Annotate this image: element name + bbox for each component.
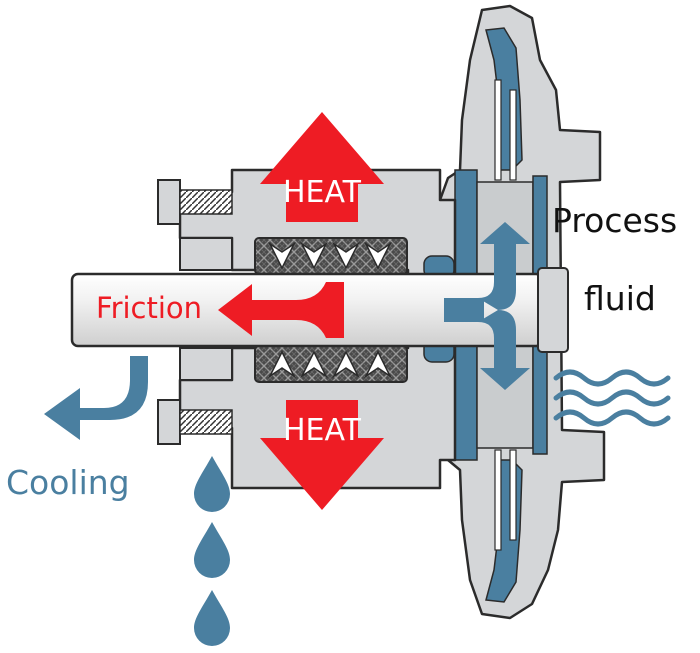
process-fluid-arrow-icon	[444, 222, 530, 390]
heat-label-bottom: HEAT	[283, 413, 362, 448]
cooling-label: Cooling	[6, 463, 130, 502]
friction-arrow-icon	[218, 282, 344, 338]
water-drops	[194, 456, 230, 646]
water-drop-icon	[194, 456, 230, 512]
packing-rings-top	[254, 237, 408, 275]
fluid-label: fluid	[584, 279, 656, 318]
gland-bolt-top	[157, 179, 233, 225]
cooling-arrow-icon	[44, 356, 148, 440]
fluid-waves-icon	[553, 369, 671, 427]
heat-label-top: HEAT	[283, 175, 362, 210]
gland-bolt-bottom	[157, 399, 233, 445]
water-drop-icon	[194, 522, 230, 578]
heat-arrow-bottom-icon	[260, 400, 384, 510]
process-label: Process	[552, 201, 677, 240]
packing-rings-bottom	[254, 345, 408, 383]
heat-arrow-top-icon	[260, 112, 384, 222]
water-drop-icon	[194, 590, 230, 646]
friction-label: Friction	[96, 291, 202, 325]
